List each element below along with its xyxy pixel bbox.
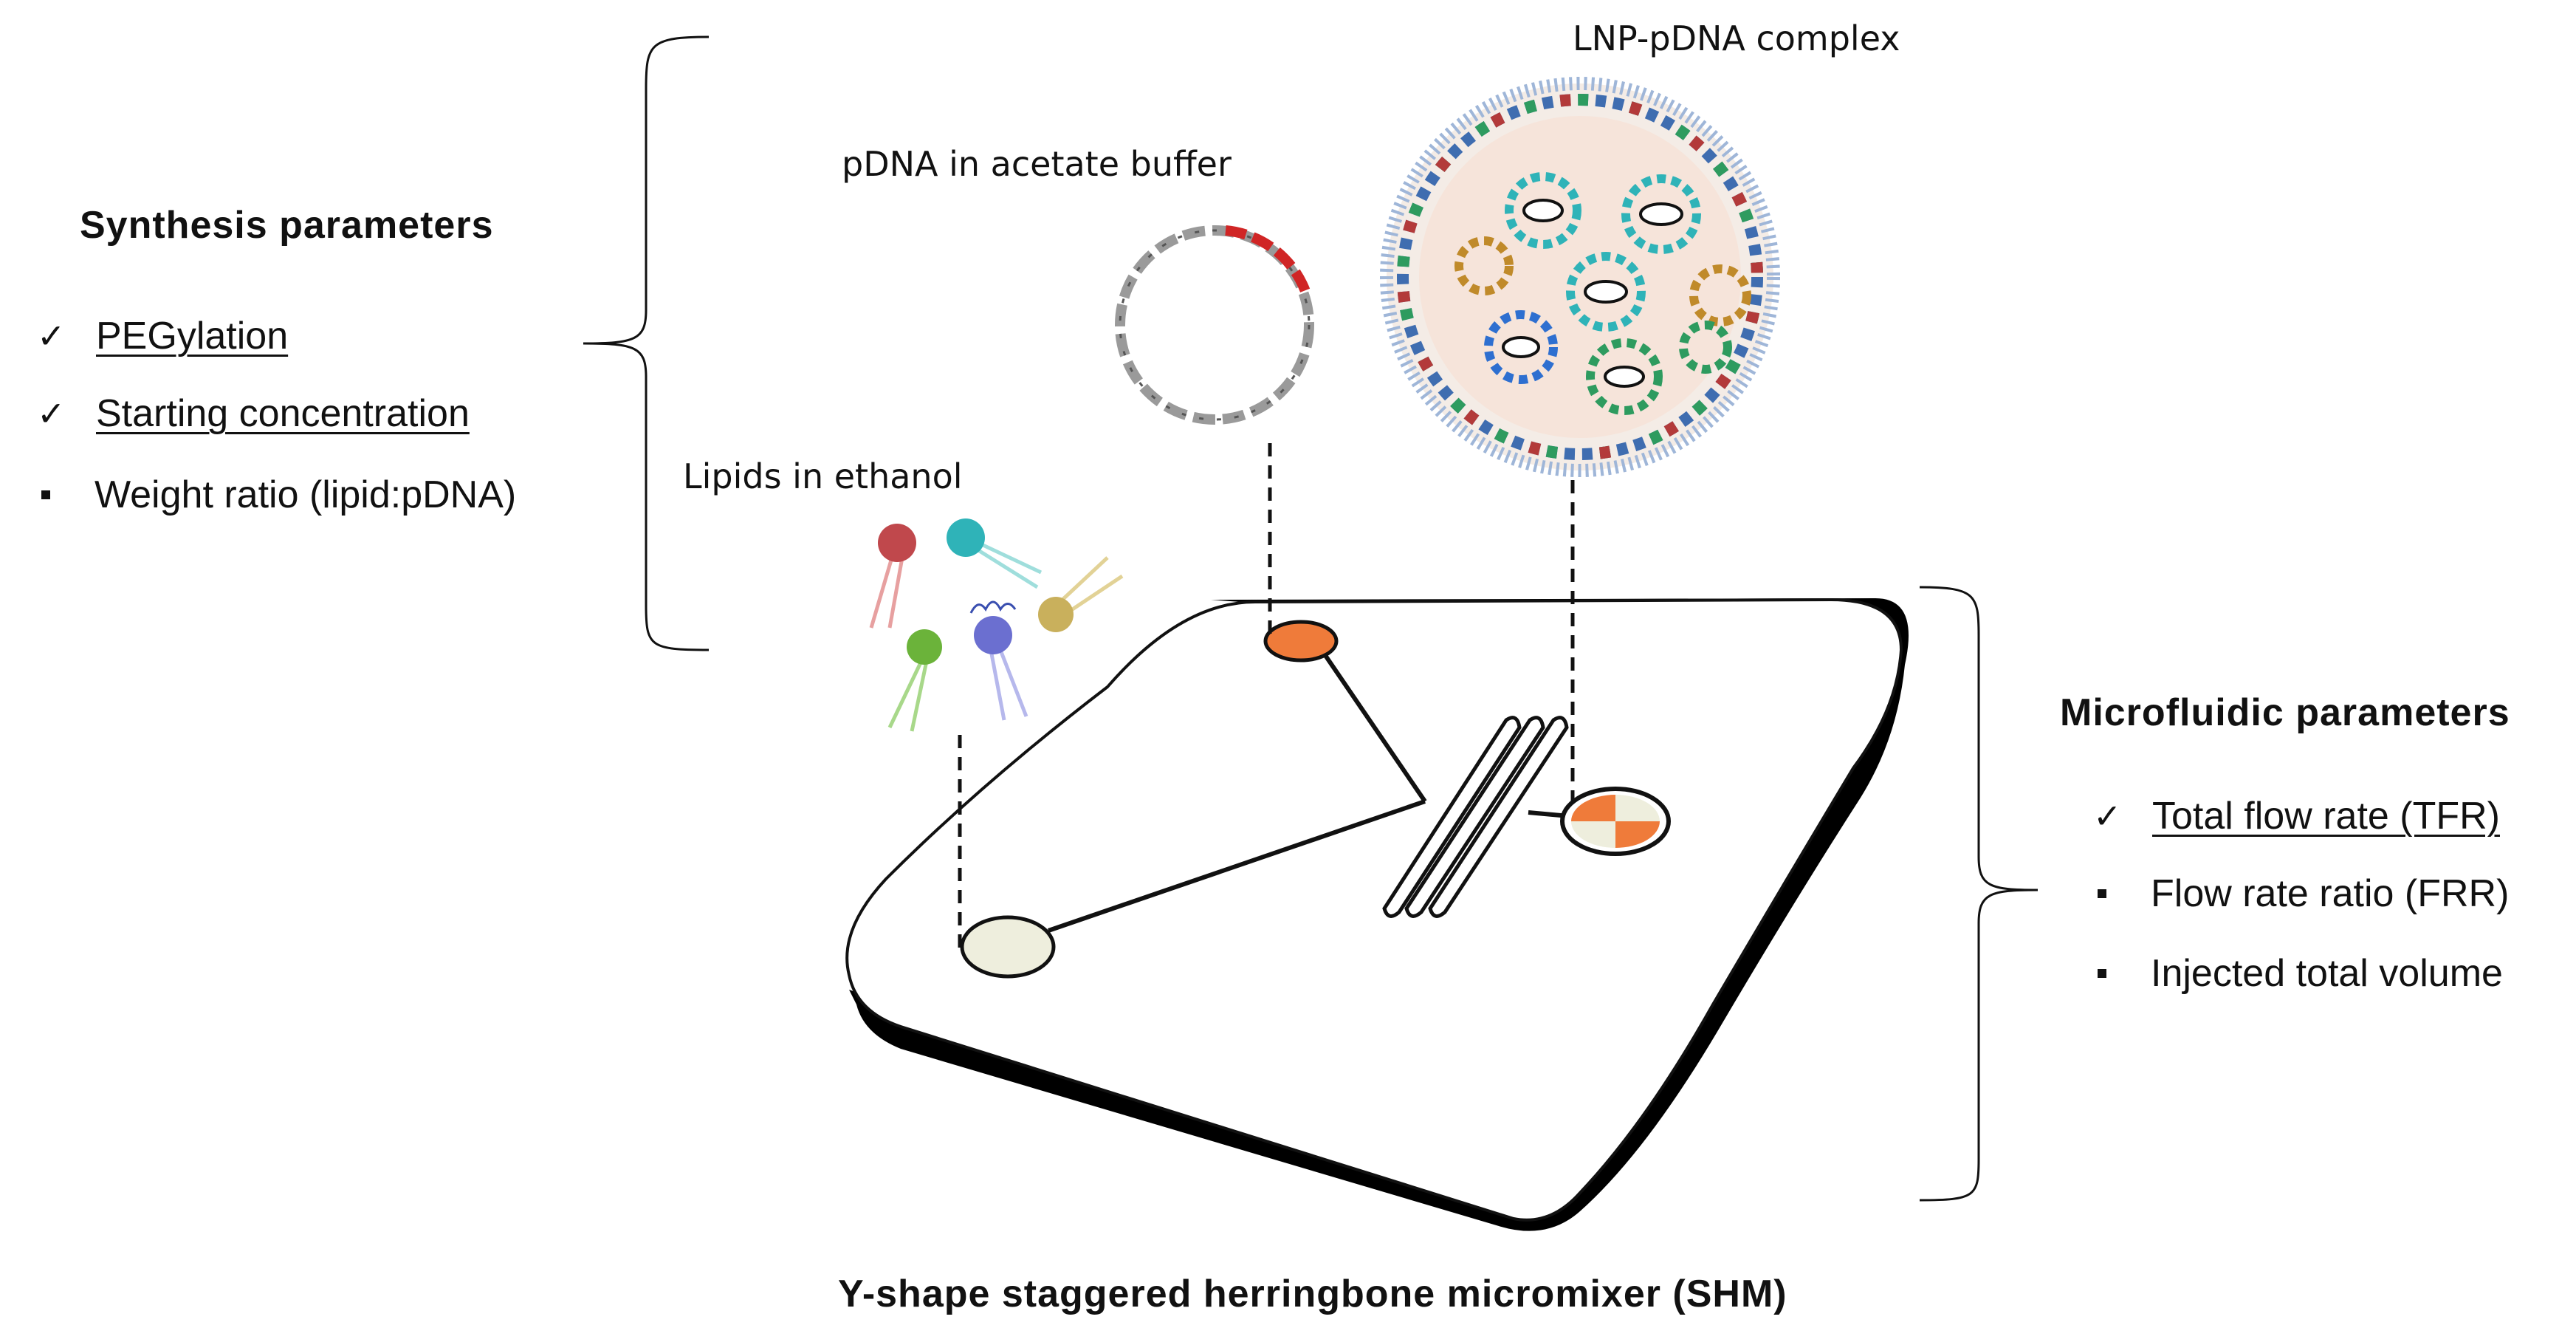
lnp-complex-graphic <box>1380 77 1780 477</box>
synthesis-parameters-title: Synthesis parameters <box>80 204 494 247</box>
check-icon: ✓ <box>37 394 66 433</box>
dashed-connectors <box>958 443 1575 949</box>
microfluidic-item-label: Injected total volume <box>2151 952 2503 995</box>
lipid-inlet <box>960 915 1056 979</box>
square-bullet-icon <box>2098 969 2106 978</box>
synthesis-item-label: Starting concentration <box>96 392 470 435</box>
microfluidic-item-volume: Injected total volume <box>2093 951 2503 996</box>
microfluidic-chip <box>845 598 1903 1222</box>
square-bullet-icon <box>2098 889 2106 898</box>
square-bullet-icon <box>41 490 50 499</box>
synthesis-item-label: Weight ratio (lipid:pDNA) <box>95 473 517 516</box>
lipids-label: Lipids in ethanol <box>683 456 963 496</box>
microfluidic-brace <box>1919 586 2039 1202</box>
lnp-complex-label: LNP-pDNA complex <box>1573 18 1900 58</box>
synthesis-brace <box>583 35 710 651</box>
lipid-molecules <box>869 518 1124 732</box>
microfluidic-item-tfr: ✓ Total flow rate (TFR) <box>2093 794 2500 838</box>
microfluidic-item-label: Total flow rate (TFR) <box>2152 795 2500 838</box>
plasmid-dna-graphic <box>1115 225 1314 425</box>
herringbone-channel <box>1382 716 1569 918</box>
pdna-inlet <box>1263 620 1339 663</box>
synthesis-item-pegylation: ✓ PEGylation <box>37 314 288 358</box>
check-icon: ✓ <box>37 317 66 355</box>
microfluidic-parameters-title: Microfluidic parameters <box>2060 691 2510 734</box>
check-icon: ✓ <box>2093 797 2122 835</box>
microfluidic-item-frr: Flow rate ratio (FRR) <box>2093 872 2509 916</box>
pdna-label: pDNA in acetate buffer <box>842 144 1232 184</box>
synthesis-item-label: PEGylation <box>96 315 289 357</box>
synthesis-item-starting-concentration: ✓ Starting concentration <box>37 391 470 436</box>
microfluidic-item-label: Flow rate ratio (FRR) <box>2151 872 2510 915</box>
outlet <box>1560 787 1671 856</box>
synthesis-item-weight-ratio: Weight ratio (lipid:pDNA) <box>37 473 516 517</box>
diagram-caption: Y-shape staggered herringbone micromixer… <box>838 1273 1787 1315</box>
